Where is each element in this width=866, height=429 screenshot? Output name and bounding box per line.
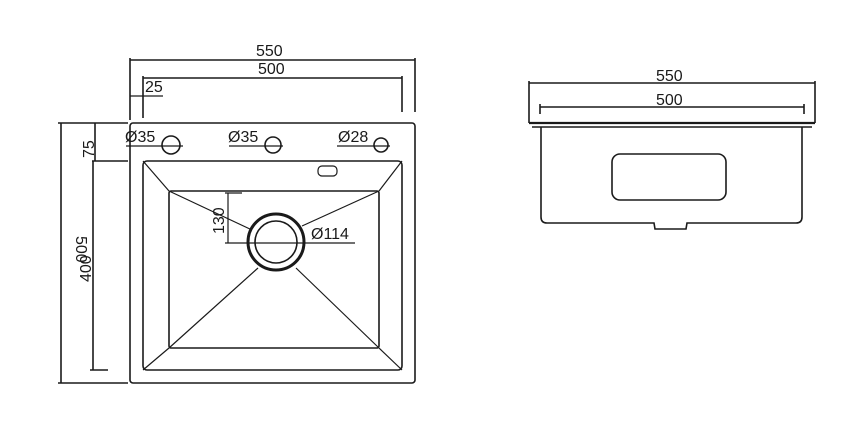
- side-dim-overall-width-label: 550: [656, 68, 683, 85]
- sink-flange: [529, 121, 815, 128]
- overflow-slot: [317, 165, 338, 177]
- drain: [246, 212, 355, 272]
- dim-bowl-depth-label: 400: [78, 255, 95, 282]
- drain-label: Ø114: [311, 226, 349, 243]
- sink-outer-outline: [129, 122, 416, 384]
- side-dim-bowl-width-label: 500: [656, 92, 683, 109]
- dim-drain-offset-label: 130: [211, 207, 228, 234]
- dim-bowl-depth: [90, 161, 108, 371]
- tap-hole-2: [264, 136, 282, 154]
- tap-hole-3: [373, 137, 389, 153]
- dim-rim-depth: [92, 123, 128, 162]
- dim-rim-depth-label: 75: [81, 140, 98, 158]
- side-view: 550 500: [528, 68, 816, 230]
- dim-overall-width: [129, 58, 416, 120]
- dim-bowl-width: [142, 76, 403, 118]
- top-view: Ø35 Ø35 Ø28 Ø114 130 550 500: [58, 43, 416, 384]
- bowl-corner-edges: [142, 160, 403, 371]
- dim-drain-offset: [225, 192, 248, 244]
- side-dim-bowl-width: [539, 104, 805, 114]
- bowl-rim-outline: [142, 160, 403, 371]
- side-overflow-window: [611, 153, 727, 201]
- bowl-floor-outline: [168, 190, 380, 349]
- dim-overall-depth: [58, 122, 128, 384]
- hole-3-label: Ø28: [338, 129, 368, 146]
- sink-bowl-profile: [540, 127, 803, 230]
- hole-1-label: Ø35: [125, 129, 155, 146]
- dim-bowl-width-label: 500: [258, 61, 285, 78]
- tap-hole-1: [161, 135, 181, 155]
- tap-holes: [126, 135, 390, 155]
- dim-overall-width-label: 550: [256, 43, 283, 60]
- dim-overall-depth-label: 500: [72, 236, 89, 263]
- hole-2-label: Ø35: [228, 129, 258, 146]
- side-dim-overall-width: [528, 81, 816, 123]
- dim-rim-offset-label: 25: [145, 79, 163, 96]
